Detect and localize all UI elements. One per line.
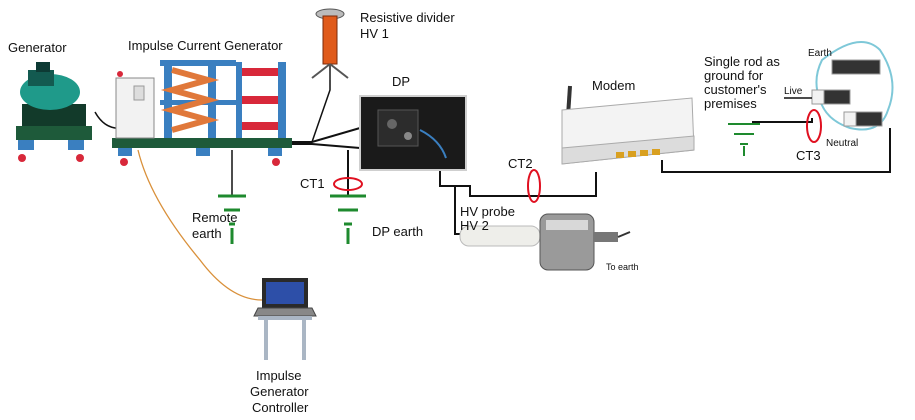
divider-leg-2 [329,63,349,79]
modem-port-2 [628,151,636,157]
icg-wheel-1 [120,158,128,166]
icg-wheel-2 [272,158,280,166]
controller-label-1: Impulse [256,368,302,383]
premises-ground-icon [728,123,760,156]
live-terminal-cap [811,89,825,105]
icg-foot-3 [268,148,282,156]
single-rod-label-3: customer's [704,82,767,97]
probe-neck [594,232,618,242]
icg-label: Impulse Current Generator [128,38,283,53]
dp-label: DP [392,74,410,89]
remote-earth-label-2: earth [192,226,222,241]
generator-unit: Generator [8,40,92,162]
icg-coil [160,67,220,133]
ct3-label: CT3 [796,148,821,163]
generator-wheel-left [18,154,26,162]
generator-base [16,126,92,140]
current-transformers [333,109,822,203]
resistive-divider: Resistive divider HV 1 [311,8,455,80]
hv-probe-label-1: HV probe [460,204,515,219]
distribution-point: DP [359,74,467,171]
impulse-generator-controller: Impulse Generator Controller [250,278,317,415]
dp-blue-wire [419,129,447,159]
divider-column [322,15,338,65]
divider-label-2: HV 1 [360,26,389,41]
neutral-terminal-cap [843,111,857,127]
ct2-ring [527,169,541,203]
icg-indicator-light [117,71,123,77]
neutral-label: Neutral [826,138,858,149]
generator-top [36,62,50,72]
generator-foot-left [18,140,34,150]
remote-earth-ground-icon [218,194,246,244]
probe-earth-lead [617,231,631,238]
ct1-label: CT1 [300,176,325,191]
generator-label: Generator [8,40,67,55]
ground-symbols [218,123,760,244]
modem-port-3 [640,150,648,156]
hv-probe-label-2: HV 2 [460,218,489,233]
earth-label: Earth [808,48,832,59]
modem-front [561,135,695,165]
modem-port-4 [652,149,660,155]
divider-label-1: Resistive divider [360,10,455,25]
divider-leg-1 [311,63,331,79]
to-earth-label: To earth [606,262,639,272]
icg-foot-1 [118,148,132,156]
earth-terminal [831,59,881,75]
live-label: Live [784,86,803,97]
modem-device: Modem [561,78,695,165]
generator-wheel-right [76,154,84,162]
icg-red-bar-1 [236,68,280,76]
controller-label-2: Generator [250,384,309,399]
icg-mid-post [236,62,242,138]
controller-stand-top [258,316,312,320]
modem-port-1 [616,152,624,158]
icg-platform [112,138,292,148]
probe-housing-shine [546,220,588,230]
hv-probe: HV probe HV 2 To earth [459,204,639,272]
single-rod-label-2: ground for [704,68,764,83]
ct1-ring [333,177,363,191]
impulse-current-generator: Impulse Current Generator [112,38,292,166]
icg-cabinet-panel [133,85,145,101]
wiring [94,70,891,301]
controller-label-3: Controller [252,400,309,415]
laptop-screen [266,282,304,304]
dp-earth-ground-icon [330,194,366,244]
single-rod-label-4: premises [704,96,757,111]
generator-engine [28,70,54,86]
dp-earth-label: DP earth [372,224,423,239]
ct3-ring [806,109,822,143]
icg-red-bar-2 [236,96,280,104]
single-rod-label-1: Single rod as [704,54,780,69]
ct2-label: CT2 [508,156,533,171]
dp-inner-panel [377,109,419,147]
generator-foot-right [68,140,84,150]
icg-end-post [278,62,286,138]
laptop-keyboard [253,307,317,317]
dp-terminal-2 [404,132,412,140]
dp-terminal-1 [387,119,397,129]
icg-red-bar-3 [236,122,280,130]
remote-earth-label-1: Remote [192,210,238,225]
modem-label: Modem [592,78,635,93]
premises-ground-wire [752,118,813,123]
dp-to-line-wire [439,160,597,197]
controller-cable [137,149,263,301]
divider-lead [311,70,331,143]
modem-to-premises-wire [661,128,891,173]
icg-foot-2 [196,148,210,156]
icg-frame-top [160,60,236,66]
generator-skid [22,104,86,126]
customer-premises: Earth Live Neutral Single rod as ground … [704,41,894,149]
impulse-output-wire [290,127,361,143]
impulse-output-wire-2 [290,143,361,149]
